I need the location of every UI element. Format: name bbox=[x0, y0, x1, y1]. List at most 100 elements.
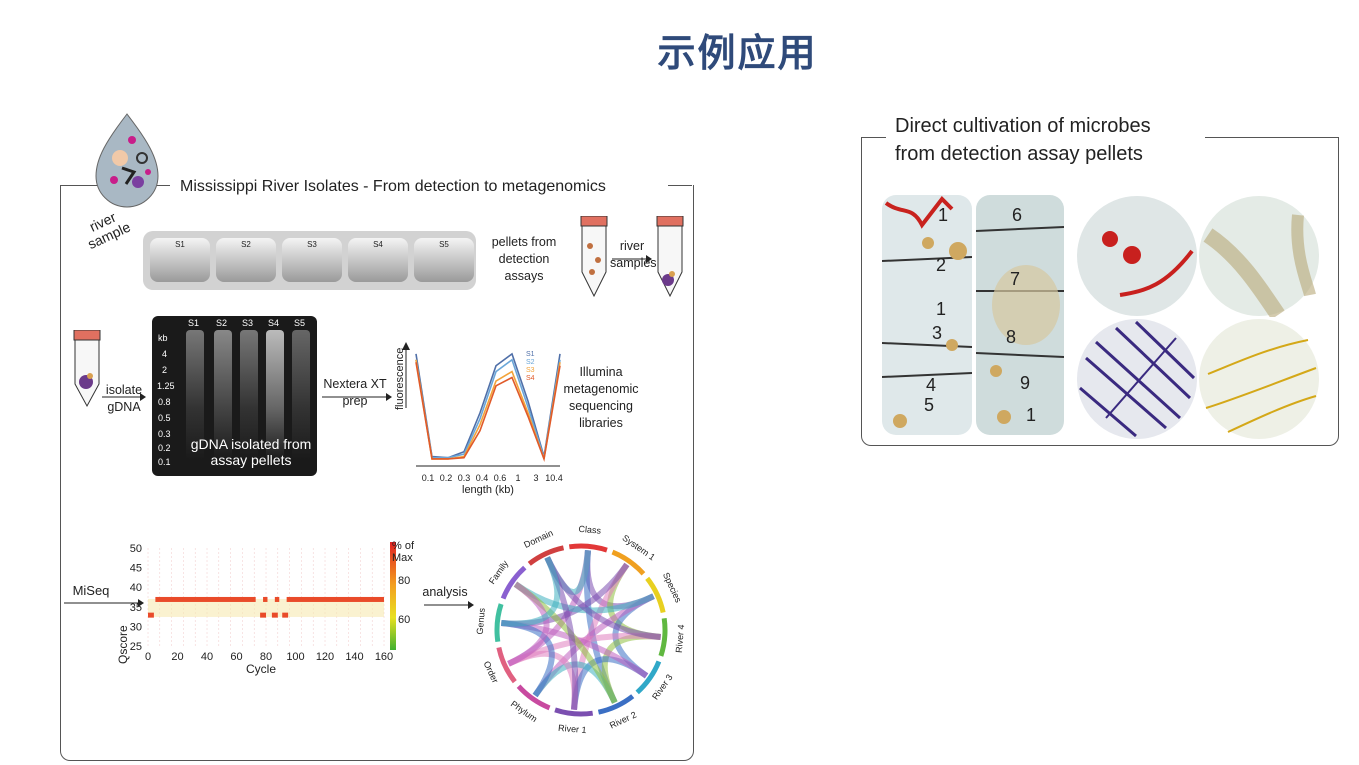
chord-arc bbox=[645, 576, 666, 614]
series-line-S4 bbox=[415, 362, 561, 462]
svg-text:7: 7 bbox=[1010, 269, 1020, 289]
y-tick-label: 35 bbox=[130, 602, 142, 614]
y-tick-label: 45 bbox=[130, 563, 142, 575]
legend-entry: S3 bbox=[526, 367, 535, 374]
svg-text:1: 1 bbox=[938, 205, 948, 225]
fluorescence-xlabel: length (kb) bbox=[462, 484, 514, 496]
gel-ladder-label: 0.8 bbox=[158, 397, 171, 407]
legend-entry: S4 bbox=[526, 375, 535, 382]
y-tick-label: 30 bbox=[130, 621, 142, 633]
pellet-image bbox=[216, 238, 276, 282]
chord-label: Order bbox=[482, 659, 501, 684]
chord-label: Domain bbox=[522, 528, 554, 550]
chord-arc bbox=[635, 660, 662, 695]
gel-ladder-label: 0.2 bbox=[158, 443, 171, 453]
panel-divider bbox=[1205, 137, 1338, 138]
panel-divider bbox=[668, 185, 692, 186]
arrow-icon bbox=[322, 393, 392, 401]
svg-text:1: 1 bbox=[1026, 405, 1036, 425]
qscore-bar bbox=[274, 596, 280, 602]
chord-arc bbox=[658, 617, 668, 657]
chord-label: Class bbox=[578, 524, 602, 536]
chord-label: River 3 bbox=[650, 672, 675, 701]
petri-dish-image bbox=[1077, 196, 1197, 316]
chord-label: River 1 bbox=[558, 723, 587, 735]
qscore-ylabel: Qscore bbox=[116, 625, 130, 664]
y-tick-label: 50 bbox=[130, 543, 142, 555]
pellet-label: S4 bbox=[373, 240, 383, 249]
x-tick-label: 80 bbox=[260, 651, 272, 663]
right-figure-panel bbox=[861, 137, 1339, 446]
petri-dish-image bbox=[1077, 319, 1197, 439]
pellet-image bbox=[282, 238, 342, 282]
panel-divider bbox=[861, 137, 886, 138]
gel-ladder-label: 1.25 bbox=[157, 381, 175, 391]
petri-dish-image bbox=[1199, 196, 1319, 317]
chord-arc bbox=[494, 603, 504, 643]
gel-lane-label: S1 bbox=[188, 318, 200, 328]
x-tick-label: 0 bbox=[145, 651, 151, 663]
tube-icon bbox=[73, 330, 101, 408]
chord-label: River 4 bbox=[674, 624, 686, 653]
qscore-bar bbox=[282, 612, 289, 618]
svg-text:8: 8 bbox=[1006, 327, 1016, 347]
x-tick-label: 0.6 bbox=[494, 473, 507, 483]
chord-label: River 2 bbox=[608, 710, 638, 731]
colorbar bbox=[390, 542, 396, 650]
left-panel-title: Mississippi River Isolates - From detect… bbox=[180, 178, 606, 195]
chord-arc bbox=[568, 543, 608, 553]
gel-image bbox=[152, 316, 317, 476]
x-tick-label: 1 bbox=[515, 473, 520, 483]
chord-label: Family bbox=[487, 558, 511, 586]
pellet-label: S2 bbox=[241, 240, 251, 249]
pellet-label: S3 bbox=[307, 240, 317, 249]
chord-ribbon bbox=[507, 581, 550, 667]
svg-text:3: 3 bbox=[932, 323, 942, 343]
pellet-label: S1 bbox=[175, 240, 185, 249]
isolate-label: isolate gDNA bbox=[105, 383, 143, 414]
tube-icon bbox=[656, 216, 684, 298]
x-tick-label: 10.4 bbox=[545, 473, 563, 483]
gel-ladder-label: 0.5 bbox=[158, 413, 171, 423]
culture-plate-strip-image: 1 2 1 3 4 5 bbox=[882, 195, 972, 435]
chord-arc bbox=[496, 646, 517, 684]
x-tick-label: 0.4 bbox=[476, 473, 489, 483]
gel-ladder-label: 2 bbox=[162, 365, 168, 375]
svg-text:2: 2 bbox=[936, 255, 946, 275]
x-tick-label: 60 bbox=[230, 651, 242, 663]
pellets-label: pellets from detection assays bbox=[491, 235, 557, 283]
svg-text:9: 9 bbox=[1020, 373, 1030, 393]
qscore-bar bbox=[148, 612, 154, 618]
svg-text:5: 5 bbox=[924, 395, 934, 415]
pellet-label: S5 bbox=[439, 240, 449, 249]
gel-ladder-label: 4 bbox=[162, 349, 168, 359]
x-tick-label: 120 bbox=[316, 651, 334, 663]
pellet-image bbox=[150, 238, 210, 282]
chord-ribbon bbox=[501, 556, 561, 627]
x-tick-label: 100 bbox=[286, 651, 304, 663]
libraries-label: Illumina metagenomic sequencing librarie… bbox=[563, 365, 639, 430]
svg-text:4: 4 bbox=[926, 375, 936, 395]
qscore-bar bbox=[263, 596, 268, 602]
chord-arc bbox=[500, 565, 527, 600]
pellet-image bbox=[348, 238, 408, 282]
svg-text:1: 1 bbox=[936, 299, 946, 319]
chord-label: Species bbox=[661, 571, 684, 605]
right-panel-title: Direct cultivation of microbes from dete… bbox=[895, 115, 1151, 165]
x-tick-label: 3 bbox=[533, 473, 538, 483]
page-title: 示例应用 bbox=[657, 31, 818, 75]
gel-ladder-label: 0.3 bbox=[158, 429, 171, 439]
x-tick-label: 0.3 bbox=[458, 473, 471, 483]
pellet-image bbox=[414, 238, 474, 282]
colorbar-tick: 60 bbox=[398, 614, 411, 626]
qscore-xlabel: Cycle bbox=[246, 662, 277, 676]
svg-text:6: 6 bbox=[1012, 205, 1022, 225]
legend-entry: S1 bbox=[526, 351, 535, 358]
chord-arc bbox=[527, 545, 565, 566]
chord-arc bbox=[597, 694, 635, 715]
qscore-bar bbox=[286, 596, 384, 602]
miseq-label: MiSeq bbox=[72, 583, 110, 598]
